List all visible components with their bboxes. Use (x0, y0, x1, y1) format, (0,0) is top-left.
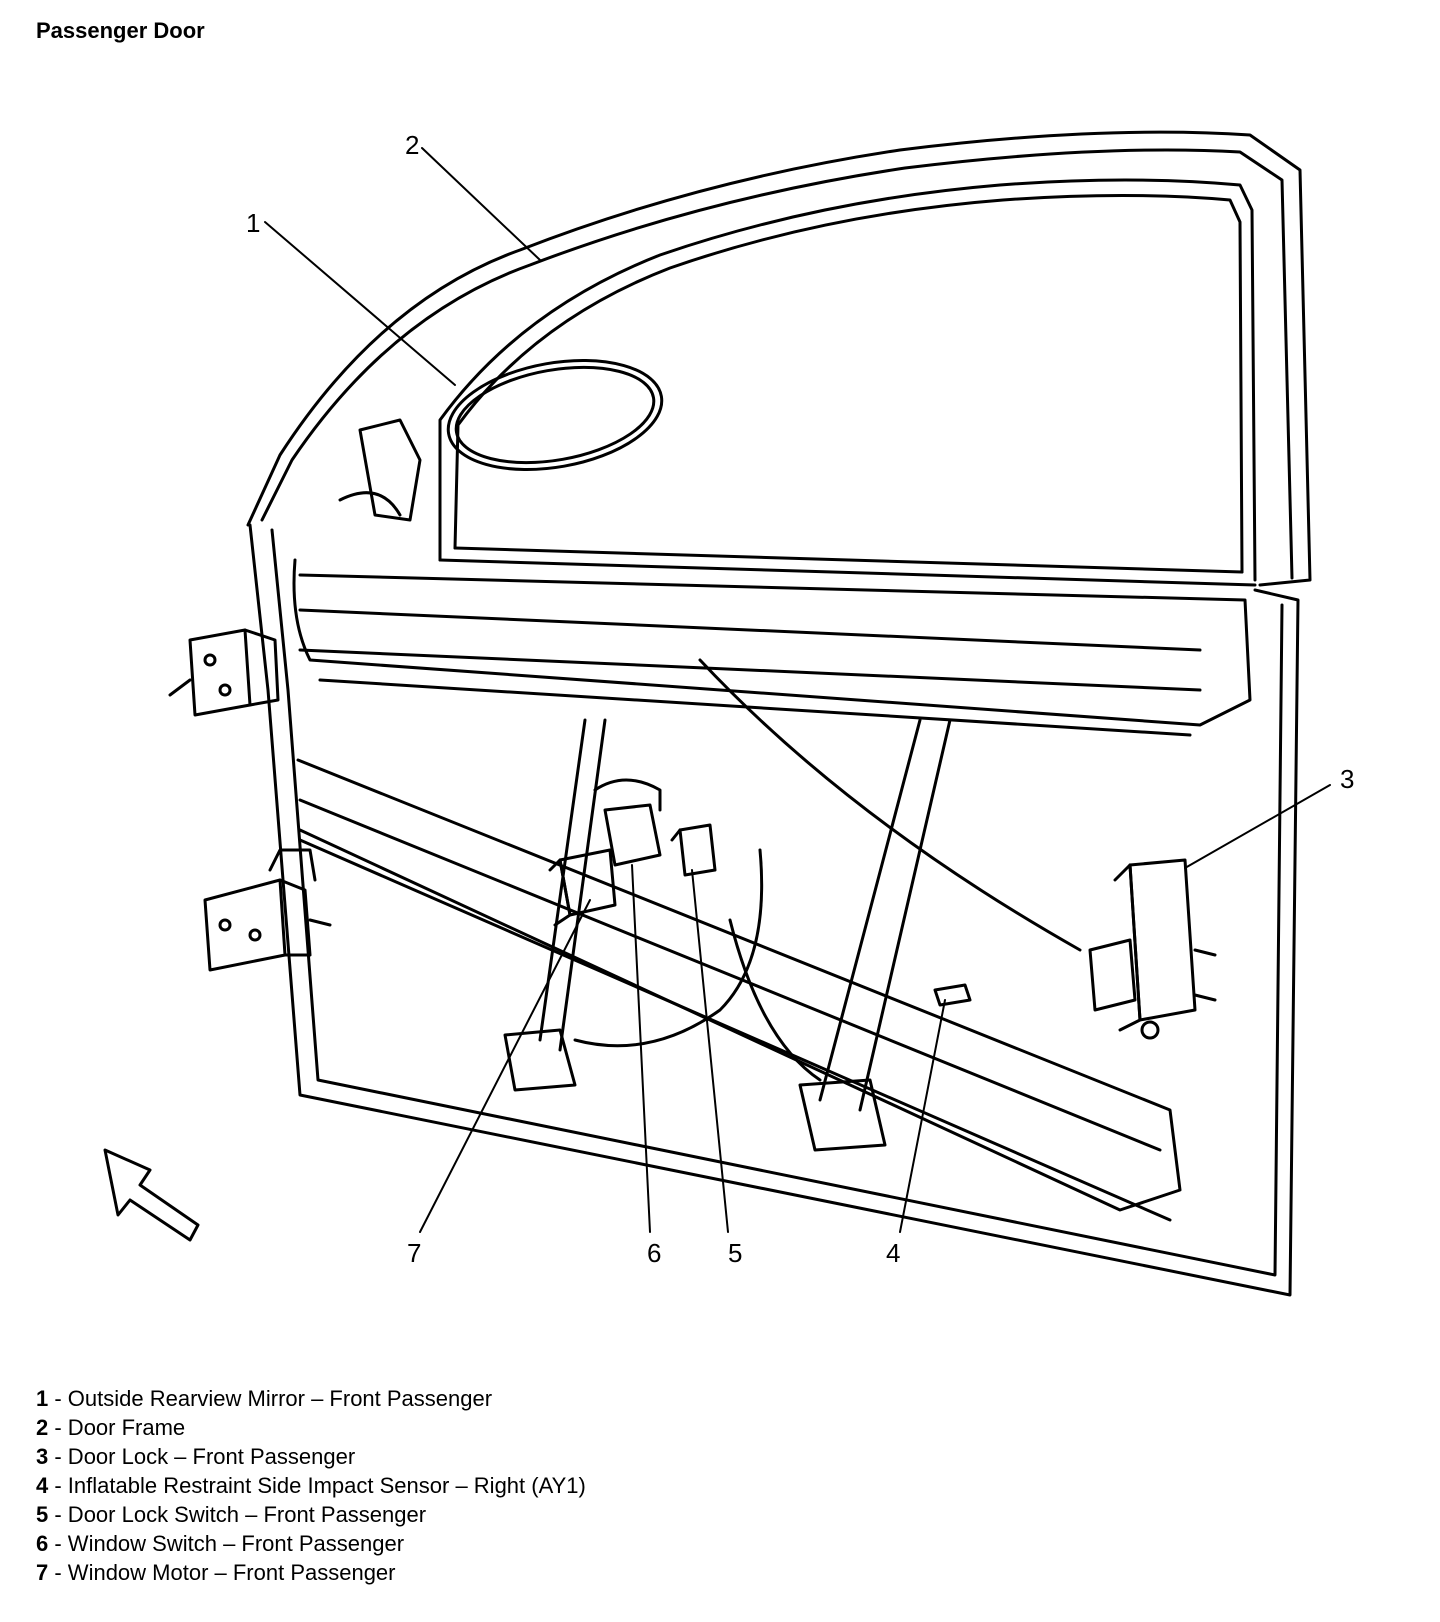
parts-legend: 1 - Outside Rearview Mirror – Front Pass… (36, 1384, 586, 1587)
upper-hinge (168, 628, 280, 717)
legend-item: 4 - Inflatable Restraint Side Impact Sen… (36, 1473, 586, 1498)
callout-1: 1 (246, 208, 260, 238)
callout-3: 3 (1340, 764, 1354, 794)
legend-item: 6 - Window Switch – Front Passenger (36, 1531, 405, 1556)
front-direction-arrow-icon (103, 1148, 200, 1242)
window-motor (548, 848, 617, 927)
legend-item: 5 - Door Lock Switch – Front Passenger (36, 1502, 427, 1527)
door-diagram: 1 2 3 4 5 6 7 (103, 130, 1354, 1297)
legend-item: 1 - Outside Rearview Mirror – Front Pass… (36, 1386, 493, 1411)
lower-hinge (203, 848, 332, 972)
legend-item: 3 - Door Lock – Front Passenger (36, 1444, 356, 1469)
legend-item: 7 - Window Motor – Front Passenger (36, 1560, 396, 1585)
outside-mirror (446, 358, 664, 472)
callout-7: 7 (407, 1238, 421, 1268)
callout-5: 5 (728, 1238, 742, 1268)
callout-2: 2 (405, 130, 419, 160)
side-impact-sensor (933, 983, 972, 1007)
door-lock (1088, 858, 1217, 1040)
door-lock-switch (670, 823, 717, 877)
callout-4: 4 (886, 1238, 900, 1268)
door-panel (248, 523, 1300, 1297)
window-switch (593, 778, 662, 867)
page-title: Passenger Door (36, 18, 205, 43)
legend-item: 2 - Door Frame (36, 1415, 186, 1440)
callout-6: 6 (647, 1238, 661, 1268)
door-frame (246, 130, 1312, 587)
